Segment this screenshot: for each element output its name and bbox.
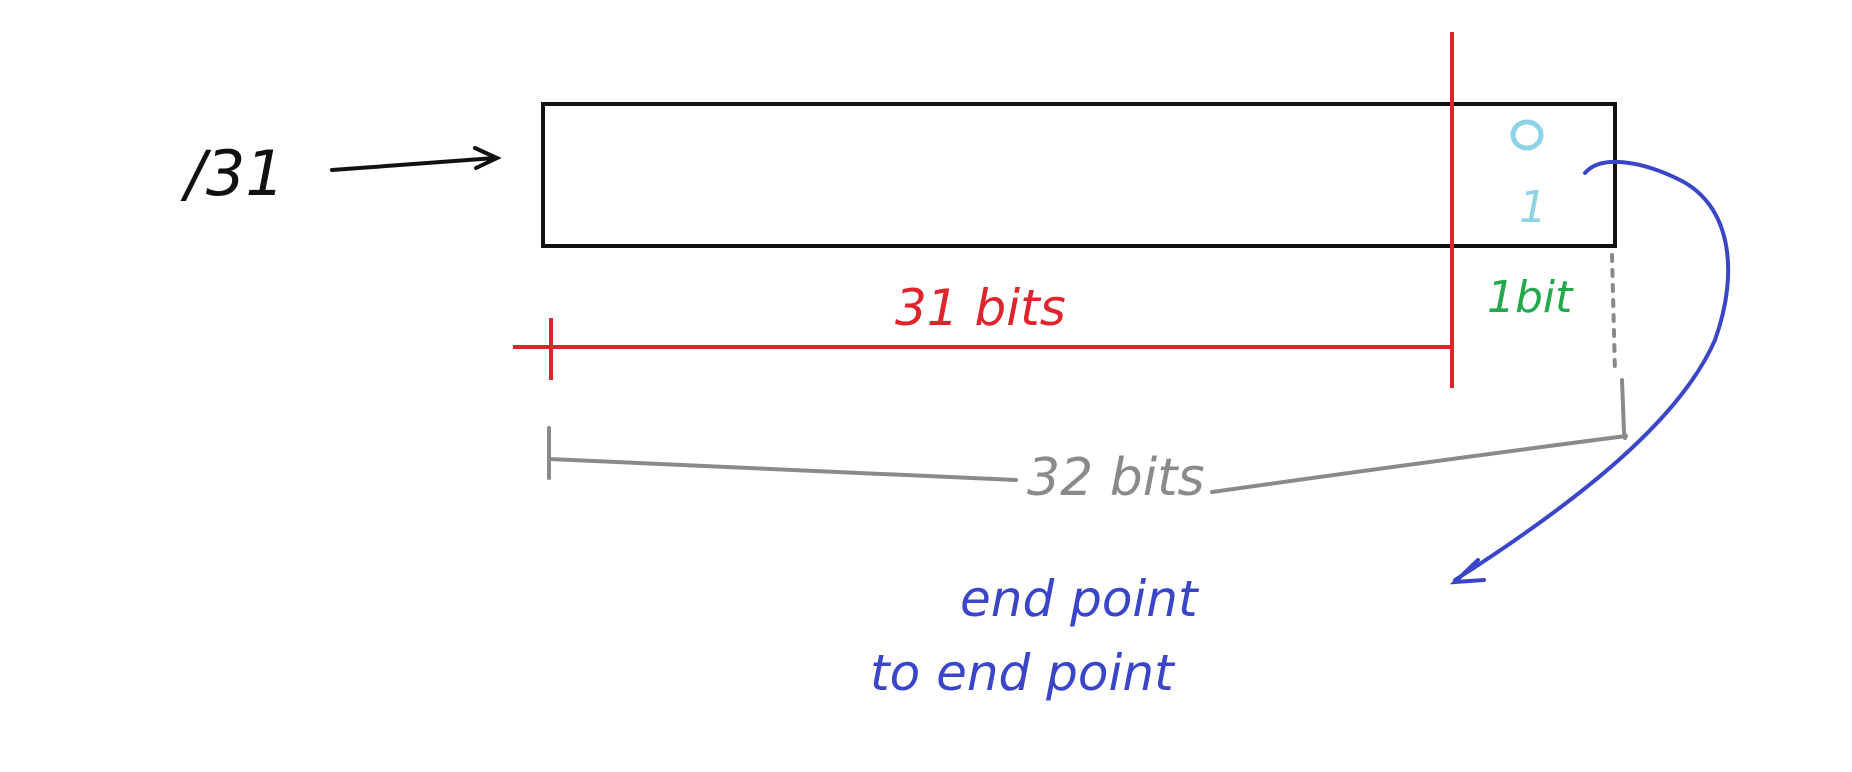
bit-zero-value: 0: [1527, 134, 1528, 136]
note-line-2: to end point: [870, 644, 1176, 702]
host-bits-label: 31 bits: [895, 279, 1066, 337]
address-box: [541, 102, 1617, 248]
bit-one-value: 1: [1519, 182, 1547, 233]
last-bit-label: 1bit: [1487, 272, 1574, 323]
total-bits-dimension: [547, 253, 1628, 494]
bit-zero-mark: [1510, 119, 1544, 151]
total-bits-label: 32 bits: [1027, 448, 1205, 508]
curved-arrow-icon: [1449, 159, 1731, 585]
right-arrow-icon: [330, 146, 502, 172]
host-bits-dimension: [513, 318, 1452, 380]
prefix-label: /31: [180, 137, 285, 210]
note-line-1: end point: [960, 570, 1200, 628]
